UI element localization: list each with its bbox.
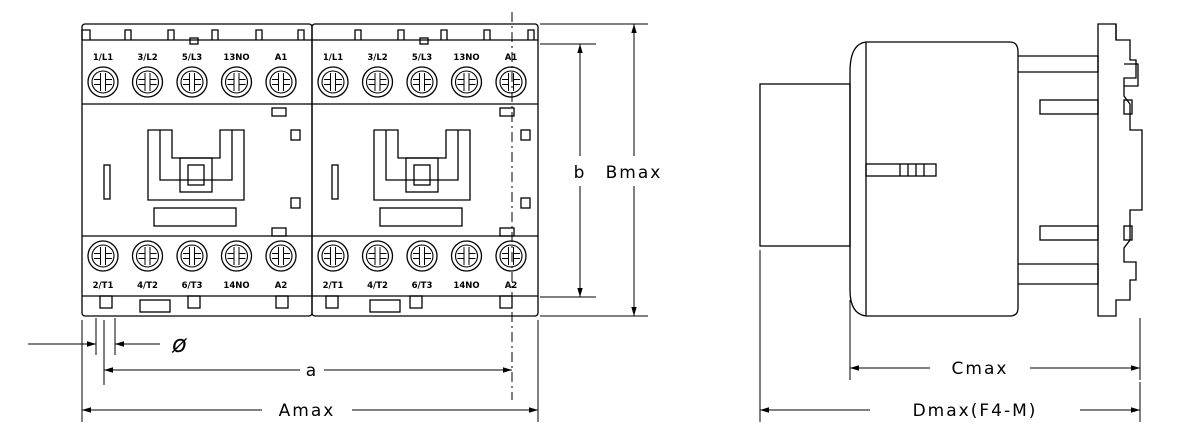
terminal-screw-top — [361, 66, 394, 98]
terminal-label-bottom: 4/T2 — [137, 281, 158, 291]
terminal-screw-bottom — [131, 240, 164, 272]
dimension-dmax-label: Dmax(F4-M) — [913, 401, 1038, 421]
terminal-screw-top — [87, 66, 119, 98]
side-main-housing — [849, 41, 1019, 317]
terminal-screw-bottom — [317, 240, 349, 272]
terminal-label-top: 5/L3 — [412, 53, 432, 63]
terminal-screw-top — [131, 66, 164, 98]
terminal-screw-top — [317, 66, 349, 98]
terminal-label-bottom: 6/T3 — [182, 281, 203, 291]
side-front-box — [759, 83, 851, 247]
dimension-bmax — [540, 23, 648, 317]
dimension-amax-label: Amax — [279, 401, 336, 421]
terminal-label-bottom: 4/T2 — [367, 281, 388, 291]
mechanism-left — [103, 107, 301, 237]
dimension-b — [540, 43, 596, 298]
terminal-label-top: 3/L2 — [367, 53, 387, 63]
dimension-b-label: b — [574, 163, 587, 183]
mechanism-right — [189, 37, 531, 237]
terminal-label-bottom: A2 — [505, 281, 518, 291]
terminal-screw-top — [220, 66, 253, 98]
terminal-label-top: 5/L3 — [182, 53, 202, 63]
terminal-screw-top — [176, 66, 208, 98]
dimension-a — [103, 320, 512, 385]
terminal-screw-top — [265, 66, 297, 98]
terminals: 1/L1 3/L2 5/L3 13NO A1 2/T1 4/T2 6/T3 14NO A2 1/L1… — [87, 53, 527, 291]
terminal-label-top: 3/L2 — [137, 53, 157, 63]
terminal-screw-bottom — [220, 240, 253, 272]
terminal-label-top: 1/L1 — [93, 53, 113, 63]
terminal-label-bottom: 2/T1 — [93, 281, 114, 291]
terminal-label-bottom: 2/T1 — [323, 281, 344, 291]
dimension-amax — [81, 320, 539, 422]
dimension-dmax — [759, 250, 1141, 422]
terminal-label-top: 13NO — [453, 53, 479, 63]
terminal-screw-top — [495, 66, 527, 98]
dimension-cmax-label: Cmax — [952, 359, 1009, 379]
terminal-screw-bottom — [265, 240, 297, 272]
terminal-screw-bottom — [361, 240, 394, 272]
terminal-label-top: A1 — [275, 53, 288, 63]
terminal-label-bottom: 14NO — [223, 281, 249, 291]
front-view — [81, 23, 539, 317]
terminal-label-bottom: 14NO — [453, 281, 479, 291]
terminal-screw-top — [450, 66, 483, 98]
top-notches — [81, 29, 535, 40]
side-view — [759, 23, 1143, 317]
contactor-right-module — [311, 23, 539, 317]
terminal-label-top: A1 — [505, 53, 518, 63]
side-rail-clip — [1097, 23, 1143, 317]
dimension-diameter-label: ø — [171, 330, 187, 358]
terminal-label-top: 13NO — [223, 53, 249, 63]
terminal-label-bottom: 6/T3 — [412, 281, 433, 291]
dimension-a-label: a — [306, 361, 318, 381]
dimension-diameter — [28, 318, 160, 355]
terminal-screw-bottom — [87, 240, 119, 272]
terminal-screw-bottom — [495, 240, 527, 272]
terminal-screw-bottom — [176, 240, 208, 272]
bottom-tabs — [99, 295, 513, 313]
terminal-label-top: 1/L1 — [323, 53, 343, 63]
dimension-cmax — [849, 300, 1141, 380]
terminal-label-bottom: A2 — [275, 281, 288, 291]
terminal-screw-bottom — [450, 240, 483, 272]
dimension-bmax-label: Bmax — [606, 163, 663, 183]
terminal-screw-bottom — [406, 240, 438, 272]
terminal-screw-top — [406, 66, 438, 98]
